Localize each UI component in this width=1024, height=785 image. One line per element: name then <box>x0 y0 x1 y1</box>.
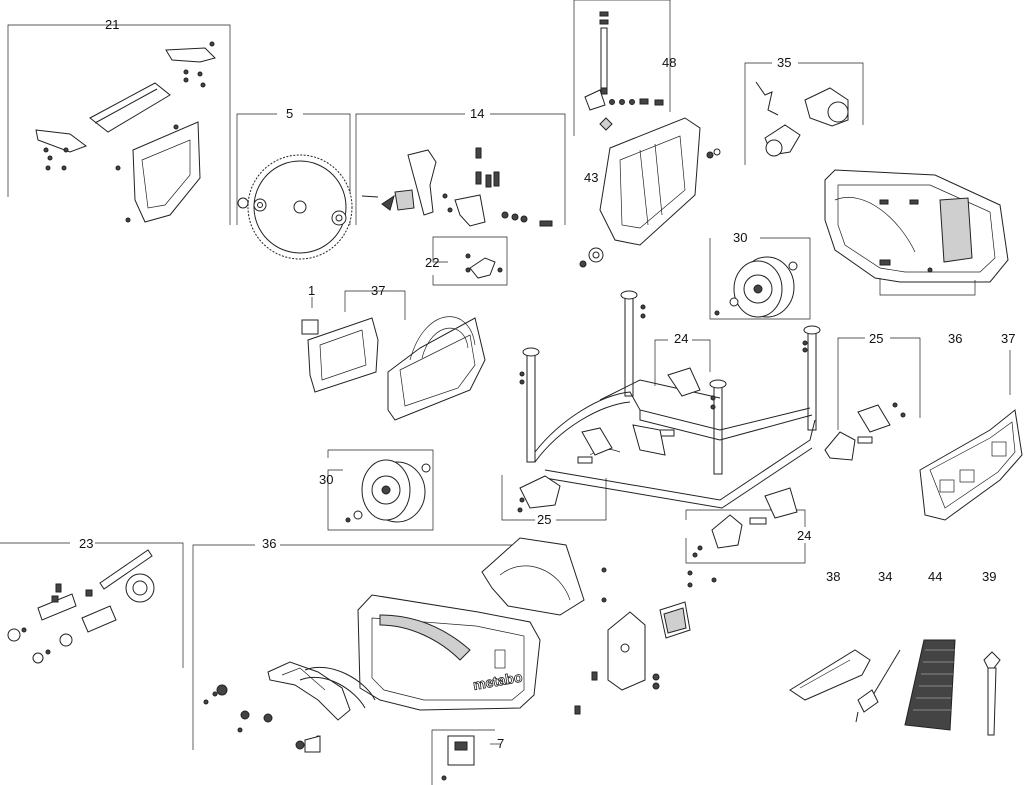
group-5-saw-blade <box>236 113 353 260</box>
callout-7: 7 <box>497 736 505 751</box>
group-25-brackets-right <box>824 337 921 461</box>
base-frame <box>522 290 821 509</box>
group-14-riving-knife <box>355 113 566 227</box>
group-35-dust-port <box>744 62 864 165</box>
accessory-34-power-cord <box>855 649 901 723</box>
callout-24-lower: 24 <box>797 528 812 543</box>
accessory-39-wrench <box>983 651 1001 736</box>
accessory-38-push-stick <box>789 649 871 701</box>
callout-21: 21 <box>105 17 120 32</box>
callout-22: 22 <box>425 255 440 270</box>
group-23-drive-shaft <box>0 542 184 668</box>
group-37-side-panel-right <box>919 350 1023 521</box>
callout-36-upper: 36 <box>948 331 963 346</box>
callout-48: 48 <box>662 55 677 70</box>
group-30-wheel-lower <box>327 449 434 531</box>
callout-44: 44 <box>928 569 943 584</box>
callout-23: 23 <box>79 536 94 551</box>
callout-30-upper: 30 <box>733 230 748 245</box>
group-22 <box>432 236 508 286</box>
callout-30-lower: 30 <box>319 472 334 487</box>
group-25-brackets-lower <box>501 475 607 521</box>
group-1-37-side-panels <box>301 290 486 421</box>
callout-39: 39 <box>982 569 997 584</box>
callout-35: 35 <box>777 55 792 70</box>
accessory-44-dust-hose <box>904 639 956 731</box>
callout-43: 43 <box>584 170 599 185</box>
switch-assembly <box>574 567 717 715</box>
group-36-table-housing <box>824 169 1009 296</box>
group-24-brackets-upper <box>519 304 808 464</box>
callout-38: 38 <box>826 569 841 584</box>
group-36-carry-case <box>192 537 585 753</box>
callout-34: 34 <box>878 569 893 584</box>
callout-14: 14 <box>470 106 485 121</box>
callout-5: 5 <box>286 106 294 121</box>
group-7 <box>431 729 500 785</box>
group-24-brackets-lower <box>685 487 806 564</box>
callout-37-left: 37 <box>371 283 386 298</box>
callout-1: 1 <box>308 283 316 298</box>
callout-25-lower: 25 <box>537 512 552 527</box>
callout-36-lower: 36 <box>262 536 277 551</box>
callout-37-right: 37 <box>1001 331 1016 346</box>
callout-25-right: 25 <box>869 331 884 346</box>
group-48-43-table-top <box>573 0 721 268</box>
group-30-wheel-upper <box>709 237 811 320</box>
callout-24-upper: 24 <box>674 331 689 346</box>
group-21-blade-guard <box>7 24 231 225</box>
